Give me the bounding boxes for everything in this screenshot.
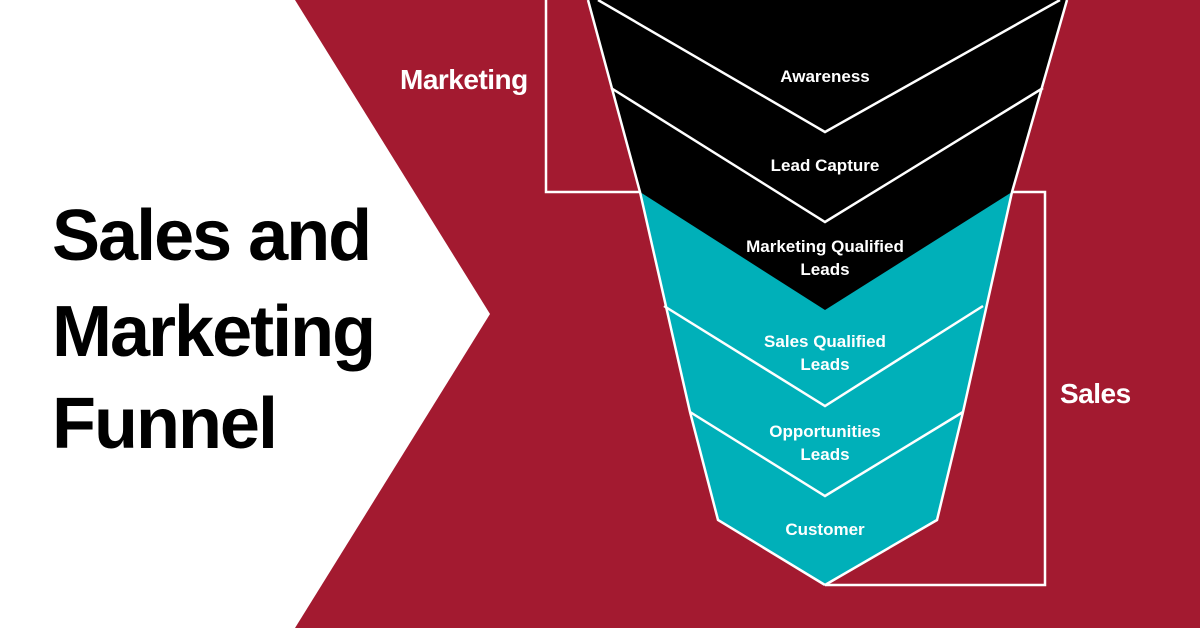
marketing-bracket (544, 0, 640, 194)
stage-label-opportunities-line1: Opportunities (769, 422, 880, 441)
stage-label-customer: Customer (785, 520, 865, 539)
divider-chevron-1 (597, 0, 1061, 134)
sales-bracket-label: Sales (1060, 378, 1131, 409)
title-line-1: Sales and (52, 196, 372, 276)
title-line-3: Funnel (52, 384, 278, 464)
stage-label-mql-line1: Marketing Qualified (746, 237, 904, 256)
stage-label-sql-line2: Leads (800, 355, 849, 374)
stage-label-sql-line1: Sales Qualified (764, 332, 886, 351)
sales-bracket (825, 190, 1047, 587)
marketing-bracket-label: Marketing (400, 64, 528, 95)
funnel-sales-section (640, 192, 1012, 585)
divider-chevron-2 (610, 86, 1044, 224)
funnel-marketing-section (588, 0, 1067, 192)
title-line-2: Marketing (52, 292, 376, 372)
stage-label-lead-capture: Lead Capture (771, 156, 880, 175)
stage-labels: Awareness Lead Capture Marketing Qualifi… (746, 67, 904, 539)
funnel-mql-black-chevron (640, 192, 1012, 310)
stage-label-opportunities-line2: Leads (800, 445, 849, 464)
divider-chevron-3 (663, 304, 984, 408)
stage-label-awareness: Awareness (780, 67, 869, 86)
white-arrow-shape (0, 0, 490, 628)
stage-label-mql-line2: Leads (800, 260, 849, 279)
divider-chevron-4 (689, 410, 964, 498)
